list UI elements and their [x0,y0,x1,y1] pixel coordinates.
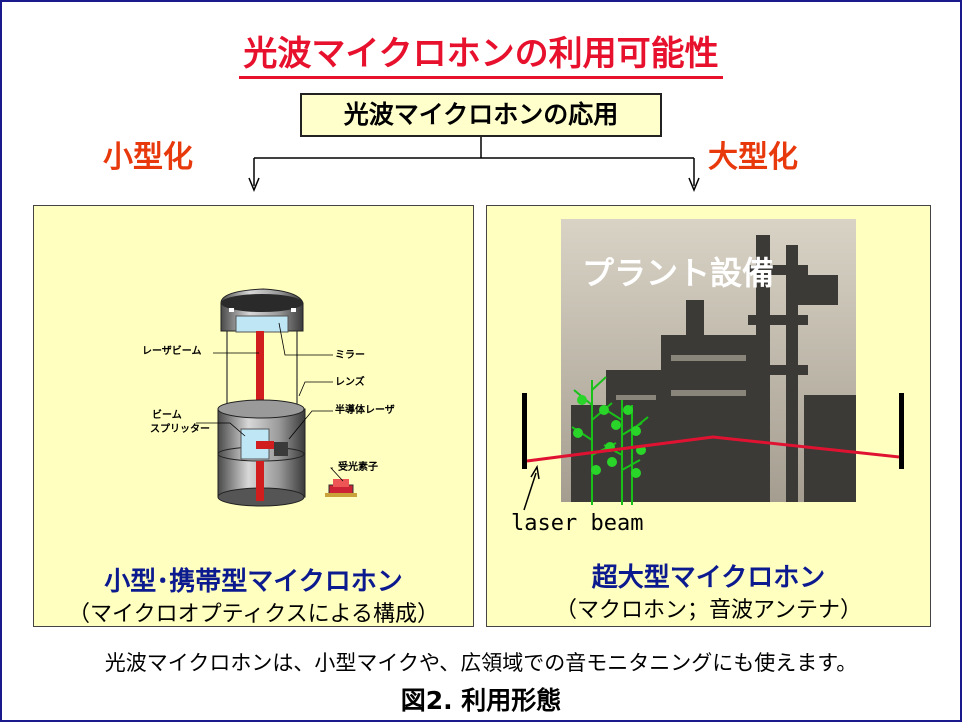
top-cap [220,288,304,333]
label-semiconductor-laser: 半導体レーザ [335,405,395,416]
left-pole [522,393,527,469]
lower-cylinder [217,399,306,507]
plant-diagram [522,219,904,511]
left-caption-sub: （マイクロオプティクスによる構成） [68,602,439,627]
laser-line [526,435,900,463]
bottom-text: 光波マイクロホンは、小型マイクや、広領域での音モニタニングにも使えます。 [104,651,858,675]
slide-title-text: 光波マイクロホンの利用可能性 [239,34,723,79]
left-caption-main: 小型･携帯型マイクロホン [104,567,403,597]
label-laser-beam: レーザビーム [142,346,202,357]
right-pole [899,393,904,469]
laser-beam-line [256,331,264,443]
arrow-left-head [248,177,260,192]
label-lens: レンズ [335,377,365,388]
slide-title: 光波マイクロホンの利用可能性 [0,26,962,79]
left-label: 小型化 [103,140,193,175]
right-caption-main: 超大型マイクロホン [591,563,826,593]
label-mirror: ミラー [335,350,365,361]
right-caption-sub: （マクロホン；音波アンテナ） [554,598,863,623]
photo-title: プラント設備 [582,254,775,292]
label-beam-splitter-2: スプリッター [150,424,210,435]
laser-beam-label: laser beam [511,511,644,536]
label-photodetector: 受光素子 [338,462,378,473]
photodetector-part [325,479,357,497]
center-box: 光波マイクロホンの応用 [300,93,662,137]
label-beam-splitter-1: ビーム [152,410,182,421]
micro-device-diagram [196,288,357,507]
arrow-right-head [688,177,700,192]
right-label: 大型化 [708,140,798,175]
figure-label: 図2. 利用形態 [400,686,562,715]
